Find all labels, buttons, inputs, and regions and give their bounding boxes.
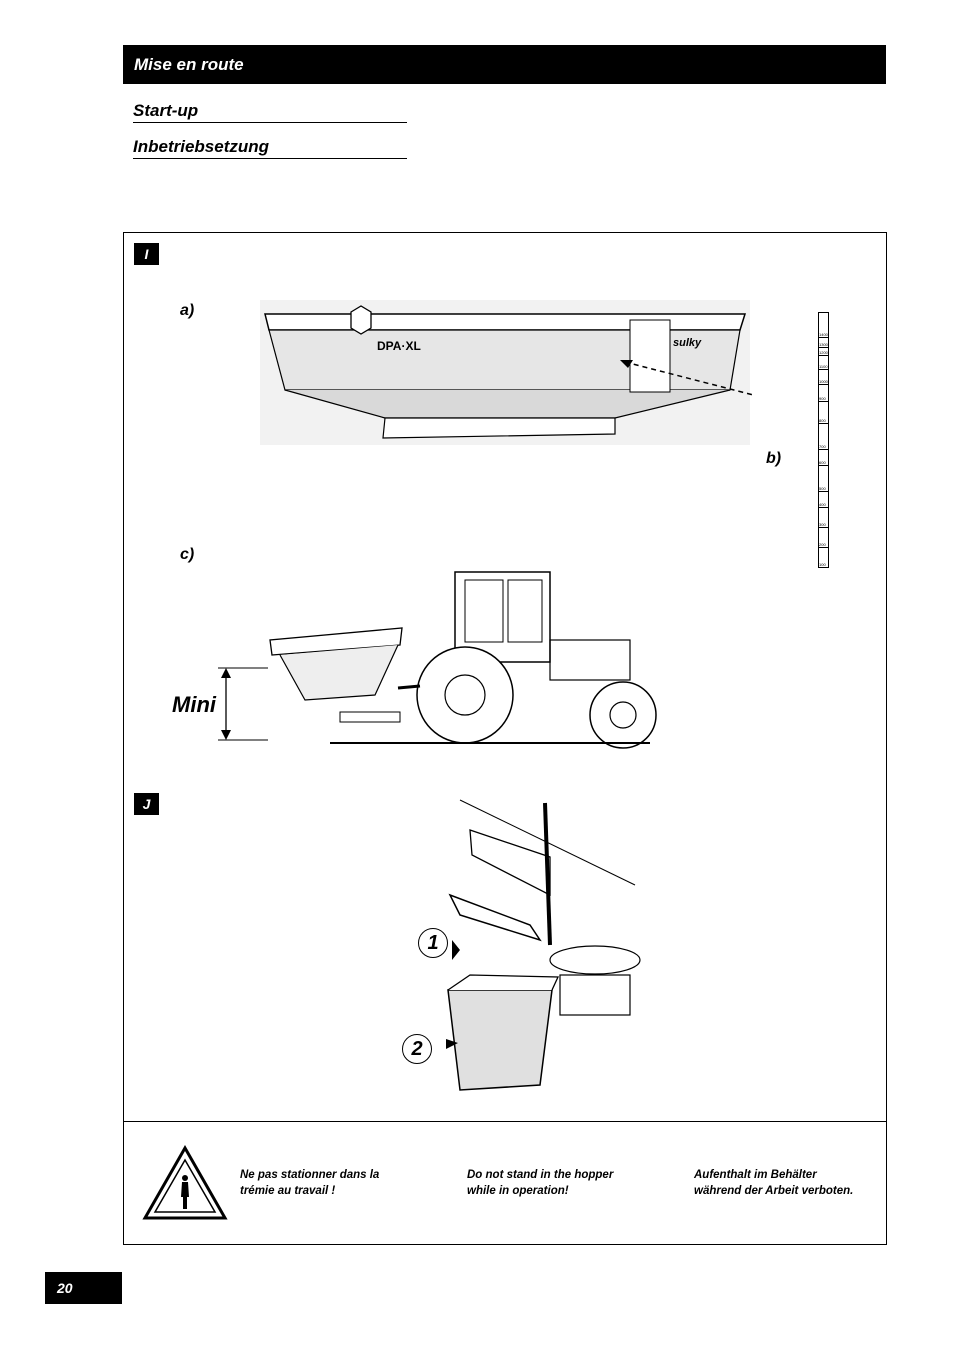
- warning-text-fr-content: Ne pas stationner dans la trémie au trav…: [240, 1169, 380, 1197]
- warning-text-fr: Ne pas stationner dans la trémie au trav…: [240, 1167, 440, 1199]
- scale-tick-label: 1200: [819, 350, 828, 356]
- mini-label: Mini: [172, 692, 216, 717]
- figure-frame: [123, 232, 887, 1245]
- warning-text-en-content: Do not stand in the hopper while in oper…: [467, 1169, 614, 1197]
- scale-tick-label: 1000: [819, 379, 828, 385]
- scale-tick-label: 1100: [819, 364, 828, 370]
- subheading-inbetriebsetzung: Inbetriebsetzung: [133, 137, 407, 159]
- scale-tick-label: 900: [819, 396, 828, 402]
- figure-label-b: b): [766, 450, 782, 467]
- section-badge-j: J: [134, 793, 159, 815]
- warning-divider: [123, 1121, 887, 1122]
- tractor-illustration: [218, 571, 657, 749]
- figure-label-a: a): [180, 302, 195, 319]
- callout-1: 1: [418, 928, 448, 958]
- page-number: 20: [57, 1280, 73, 1296]
- hopper-logo-text: sulky: [673, 337, 702, 349]
- section-title-bar: Mise en route: [123, 45, 886, 84]
- scale-tick-label: 1400: [819, 332, 828, 338]
- subheading-start-up: Start-up: [133, 101, 407, 123]
- section-badge-i: I: [134, 243, 159, 265]
- warning-text-de-content: Aufenthalt im Behälter während der Arbei…: [694, 1169, 854, 1197]
- scale-tick-label: 200: [819, 542, 828, 548]
- callout-2: 2: [402, 1034, 432, 1064]
- hopper-illustration: DPA·XL sulky: [260, 300, 755, 445]
- scale-tick-label: 500: [819, 486, 828, 492]
- warning-text-en: Do not stand in the hopper while in oper…: [467, 1167, 667, 1199]
- scale-tick-label: 100: [819, 562, 828, 568]
- figure-label-c: c): [180, 546, 195, 563]
- scale-tick-label: 800: [819, 418, 828, 424]
- scale-tick-label: 300: [819, 522, 828, 528]
- page-number-badge: 20: [45, 1272, 122, 1304]
- spreader-filter-illustration: [446, 799, 641, 1091]
- section-title: Mise en route: [134, 54, 244, 74]
- scale-tick-label: 400: [819, 502, 828, 508]
- scale-tick-label: 700: [819, 444, 828, 450]
- warning-triangle-person-icon: [142, 1145, 228, 1220]
- warning-text-de: Aufenthalt im Behälter während der Arbei…: [694, 1167, 894, 1199]
- level-scale-ticks: 1400 1300 1200 1100 1000 900 800 700 600 500 400 30…: [818, 312, 829, 568]
- hopper-brand-text: DPA·XL: [377, 339, 421, 353]
- scale-tick-label: 600: [819, 460, 828, 466]
- scale-tick-label: 1300: [819, 342, 828, 348]
